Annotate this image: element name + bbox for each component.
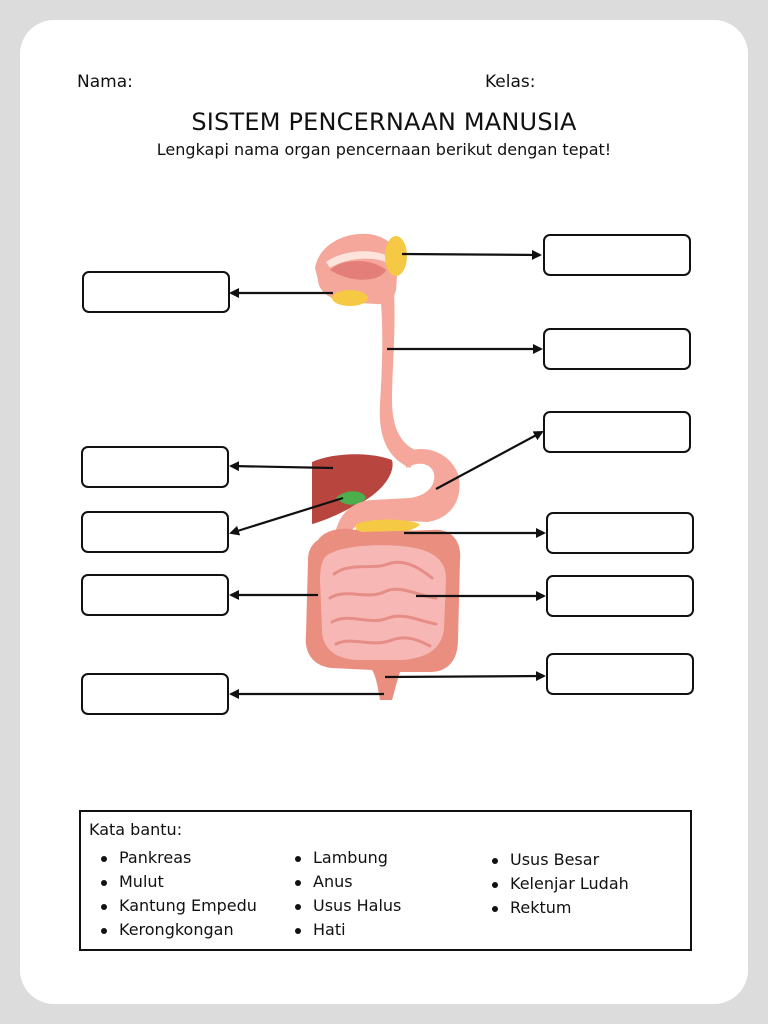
word-bank-item: Mulut	[99, 870, 257, 894]
arrow-rectum	[384, 671, 546, 682]
gallbladder	[336, 491, 366, 505]
word-bank-item: Usus Halus	[293, 894, 401, 918]
word-bank: Kata bantu: Pankreas Mulut Kantung Emped…	[79, 810, 692, 951]
word-bank-item: Pankreas	[99, 846, 257, 870]
class-label: Kelas:	[485, 72, 536, 92]
word-bank-column-3: Usus Besar Kelenjar Ludah Rektum	[490, 848, 629, 920]
salivary-gland-top	[385, 236, 407, 276]
answer-box-right-3[interactable]	[543, 411, 691, 453]
answer-box-left-4[interactable]	[81, 574, 229, 616]
arrow-gallbladder	[229, 496, 344, 536]
page-title: SISTEM PENCERNAAN MANUSIA	[191, 108, 577, 136]
word-bank-item: Usus Besar	[490, 848, 629, 872]
word-bank-item: Kerongkongan	[99, 918, 257, 942]
answer-box-right-1[interactable]	[543, 234, 691, 276]
arrow-salivary-gland	[401, 249, 542, 260]
answer-box-left-2[interactable]	[81, 446, 229, 488]
word-bank-item: Rektum	[490, 896, 629, 920]
answer-box-left-1[interactable]	[82, 271, 230, 313]
word-bank-item: Lambung	[293, 846, 401, 870]
pancreas	[356, 519, 420, 534]
word-bank-title: Kata bantu:	[89, 820, 183, 839]
word-bank-column-1: Pankreas Mulut Kantung Empedu Kerongkong…	[99, 846, 257, 942]
answer-box-right-5[interactable]	[546, 575, 694, 617]
liver	[312, 454, 393, 524]
answer-box-right-4[interactable]	[546, 512, 694, 554]
word-bank-item: Kelenjar Ludah	[490, 872, 629, 896]
answer-box-left-5[interactable]	[81, 673, 229, 715]
esophagus	[379, 292, 420, 468]
answer-box-right-6[interactable]	[546, 653, 694, 695]
tongue	[330, 261, 386, 280]
arrow-liver	[229, 461, 334, 472]
arrow-stomach	[435, 431, 544, 490]
page-subtitle: Lengkapi nama organ pencernaan berikut d…	[156, 140, 612, 159]
answer-box-right-2[interactable]	[543, 328, 691, 370]
salivary-gland-bottom	[332, 290, 368, 306]
small-intestine	[320, 545, 446, 660]
word-bank-item: Hati	[293, 918, 401, 942]
answer-box-left-3[interactable]	[81, 511, 229, 553]
name-label: Nama:	[77, 72, 133, 92]
word-bank-item: Anus	[293, 870, 401, 894]
palate	[326, 251, 388, 268]
word-bank-column-2: Lambung Anus Usus Halus Hati	[293, 846, 401, 942]
word-bank-item: Kantung Empedu	[99, 894, 257, 918]
